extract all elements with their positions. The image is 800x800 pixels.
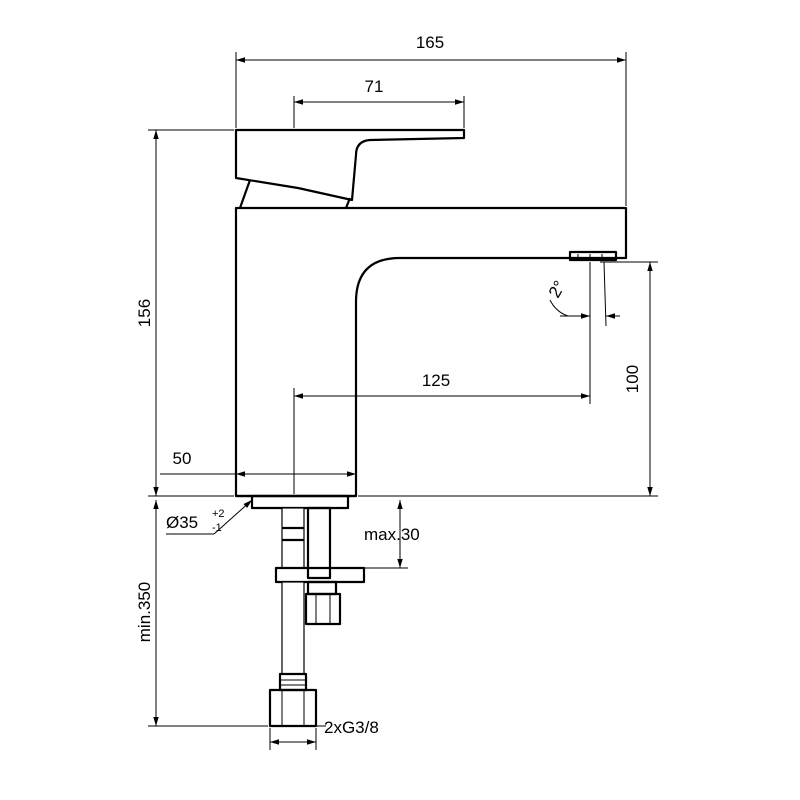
dim-spout-reach: 125 (422, 371, 450, 390)
dim-hole-diameter: Ø35 (166, 513, 198, 532)
lever-handle (234, 128, 466, 209)
dim-handle-length: 71 (365, 77, 384, 96)
dim-spout-height: 100 (623, 365, 642, 393)
dim-hole-tol-plus: +2 (212, 508, 225, 520)
dim-min-hose: min.350 (135, 582, 154, 642)
dim-base-width: 50 (173, 449, 192, 468)
dim-hole-tol-minus: -1 (212, 522, 222, 534)
dim-connection: 2xG3/8 (324, 718, 379, 737)
dim-spray-angle: 2° (545, 277, 570, 301)
dim-overall-width: 165 (416, 33, 444, 52)
mounting-hardware (236, 494, 366, 728)
faucet-body (234, 206, 628, 498)
dim-overall-height: 156 (135, 299, 154, 327)
dim-max-deck: max.30 (364, 525, 420, 544)
dimension-lines (148, 52, 658, 750)
